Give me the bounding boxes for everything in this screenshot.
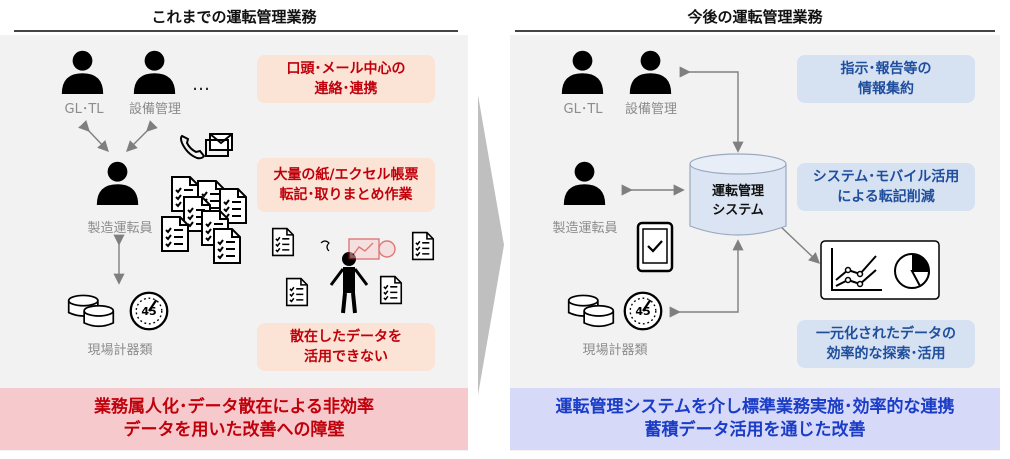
- callout-scattered-data: 散在したデータを 活用できない: [257, 323, 435, 371]
- callout-unified-data: 一元化されたデータの 効率的な探索･活用: [797, 320, 975, 368]
- chart-thumbnail-icon: [348, 238, 396, 260]
- transition-arrow: [478, 95, 504, 395]
- database-icon: [67, 290, 127, 330]
- callout-paper-excel: 大量の紙/エクセル帳票 転記･取りまとめ作業: [257, 158, 435, 212]
- operator-label: 製造運転員: [87, 221, 153, 236]
- pie-chart-icon: [894, 253, 931, 289]
- person-icon: [562, 160, 607, 205]
- person-icon: [95, 160, 140, 205]
- analytics-box: [820, 240, 940, 300]
- gl-tl-label: GL･TL: [563, 102, 603, 117]
- left-title-underline: [14, 30, 458, 32]
- mail-icon: [205, 133, 233, 157]
- left-summary-banner: 業務属人化･データ散在による非効率 データを用いた改善への障壁: [0, 388, 468, 450]
- gl-tl-label: GL･TL: [64, 102, 104, 117]
- right-title-underline: [515, 30, 995, 32]
- system-label: 運転管理 システム: [711, 184, 764, 218]
- callout-mobile-system: システム･モバイル活用 による転記削減: [797, 163, 975, 211]
- gauge-value: 45: [635, 305, 651, 318]
- callout-verbal-mail: 口頭･メール中心の 連絡･連携: [257, 55, 435, 103]
- ellipsis: …: [192, 74, 210, 95]
- equipment-label: 設備管理: [624, 102, 677, 117]
- phone-mail-icons: [180, 133, 233, 160]
- phone-icon: [180, 134, 206, 160]
- right-summary-banner: 運転管理システムを介し標準業務実施･効率的な連携 蓄積データ活用を通じた改善: [510, 388, 1000, 450]
- scattered-data-scene: [271, 227, 435, 314]
- system-database-icon: [689, 153, 787, 236]
- gauge-value: 45: [141, 305, 157, 318]
- right-title: 今後の運転管理業務: [687, 8, 823, 26]
- equipment-label: 設備管理: [128, 102, 181, 117]
- database-icon: [567, 290, 627, 330]
- operator-label: 製造運転員: [552, 221, 618, 236]
- line-chart-icon: [831, 248, 882, 291]
- person-icon: [60, 49, 105, 94]
- right-connectors: [621, 66, 821, 318]
- callout-info-aggregation: 指示･報告等の 情報集約: [797, 55, 975, 103]
- person-icon: [132, 49, 177, 94]
- left-title: これまでの運転管理業務: [151, 8, 317, 26]
- tablet-icon: [636, 221, 674, 273]
- instruments-label: 現場計器類: [582, 343, 648, 358]
- instruments-label: 現場計器類: [87, 343, 153, 358]
- person-icon: [628, 49, 673, 94]
- left-connectors: [78, 120, 158, 285]
- person-icon: [560, 49, 605, 94]
- paper-stack: [161, 176, 247, 264]
